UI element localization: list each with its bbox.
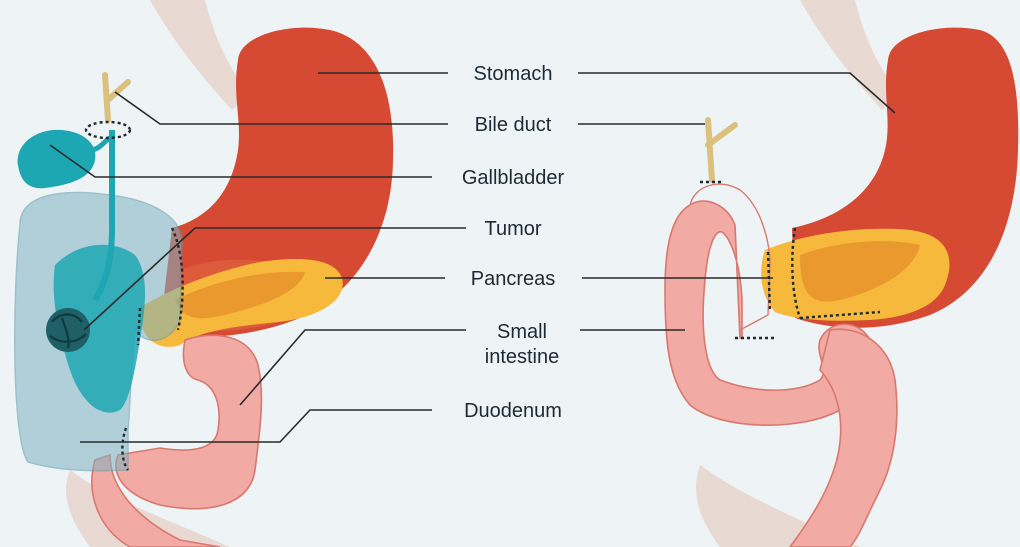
left-tumor bbox=[46, 308, 90, 352]
right-intestine-lower bbox=[790, 329, 897, 547]
label-tumor: Tumor bbox=[484, 218, 541, 240]
leader-stomach-right bbox=[578, 73, 895, 113]
after-anatomy bbox=[665, 0, 1018, 547]
label-small-intestine-line2: intestine bbox=[485, 346, 560, 368]
labels: Stomach Bile duct Gallbladder Tumor Panc… bbox=[462, 63, 565, 422]
left-gallbladder bbox=[18, 130, 96, 188]
label-small-intestine-line1: Small bbox=[497, 321, 547, 343]
right-esophagus-skin bbox=[800, 0, 900, 110]
left-esophagus-skin bbox=[150, 0, 250, 110]
label-pancreas: Pancreas bbox=[471, 268, 556, 290]
before-anatomy bbox=[15, 0, 393, 547]
label-gallbladder: Gallbladder bbox=[462, 167, 565, 189]
right-bile-duct bbox=[708, 120, 735, 180]
label-duodenum: Duodenum bbox=[464, 400, 562, 422]
leader-intestine-left bbox=[240, 330, 466, 405]
left-small-intestine bbox=[116, 335, 262, 508]
left-bile-duct-cut-marker bbox=[86, 122, 130, 138]
label-bile-duct: Bile duct bbox=[475, 114, 552, 136]
label-stomach: Stomach bbox=[474, 63, 553, 85]
left-bile-duct-tan bbox=[105, 75, 128, 120]
left-cystic-duct bbox=[90, 138, 110, 150]
